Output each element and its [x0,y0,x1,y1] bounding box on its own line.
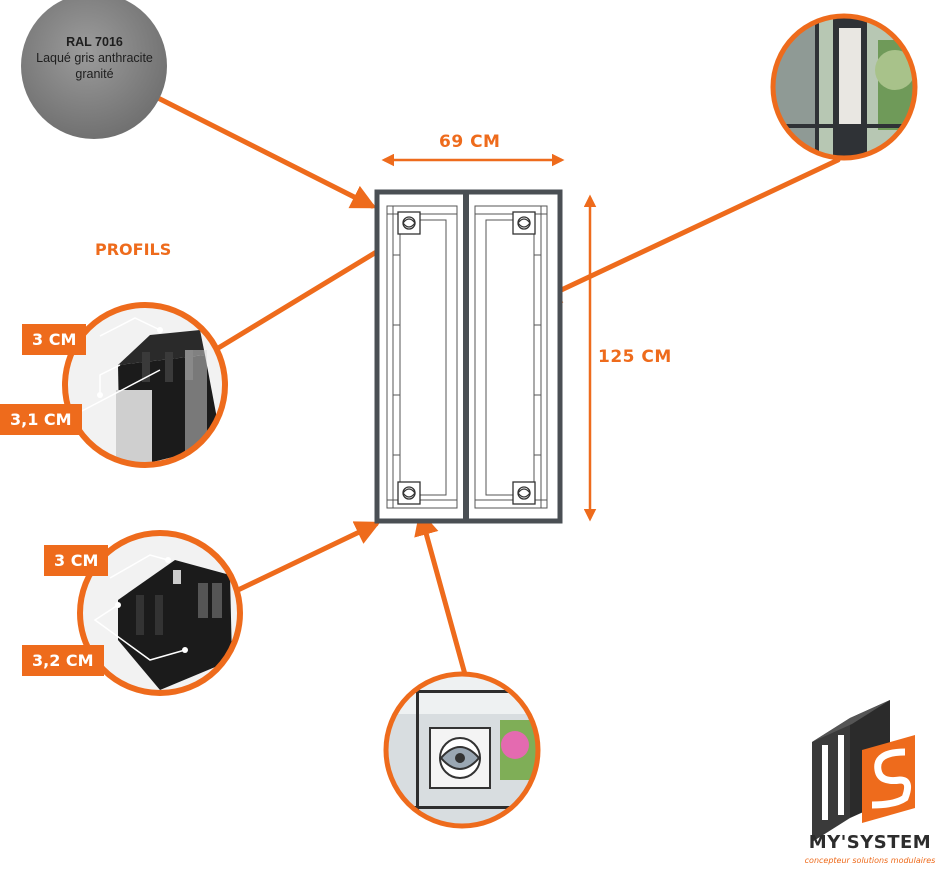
arrow-profile2-to-frame [235,521,381,593]
swatch-finish: granité [75,67,114,82]
profile1-depth-tag: 3 CM [22,324,87,355]
left-panel-leading [386,205,458,509]
height-label: 125 CM [598,347,672,367]
arrow-ornament-to-corner [414,510,469,681]
brand-logo-icon [812,700,915,842]
profile2-height-tag: 3,2 CM [22,645,104,676]
width-label: 69 CM [439,132,501,152]
arrow-swatch-to-frame [155,95,377,209]
profiles-title: PROFILS [95,240,172,259]
color-swatch-icon [21,0,167,139]
center-mullion [463,192,469,521]
brand-tagline: concepteur solutions modulaires [804,856,936,865]
swatch-description: Laqué gris anthracite [36,50,153,65]
right-panel-leading [474,205,548,509]
profile-section-icon [62,302,228,468]
bar-detail-photo [770,13,918,161]
arrow-detail-to-bar [535,157,841,303]
dimension-lines [381,153,597,522]
swatch-code: RAL 7016 [66,34,123,49]
window-frame [374,189,563,524]
color-swatch-label: RAL 7016 Laqué gris anthracite granité [22,2,167,128]
corner-ornament-icon [397,211,536,505]
brand-name: MY'SYSTEM [808,832,932,853]
profile2-depth-tag: 3 CM [44,545,109,576]
glass-detail-icon [383,671,541,829]
profile1-height-tag: 3,1 CM [0,404,82,435]
